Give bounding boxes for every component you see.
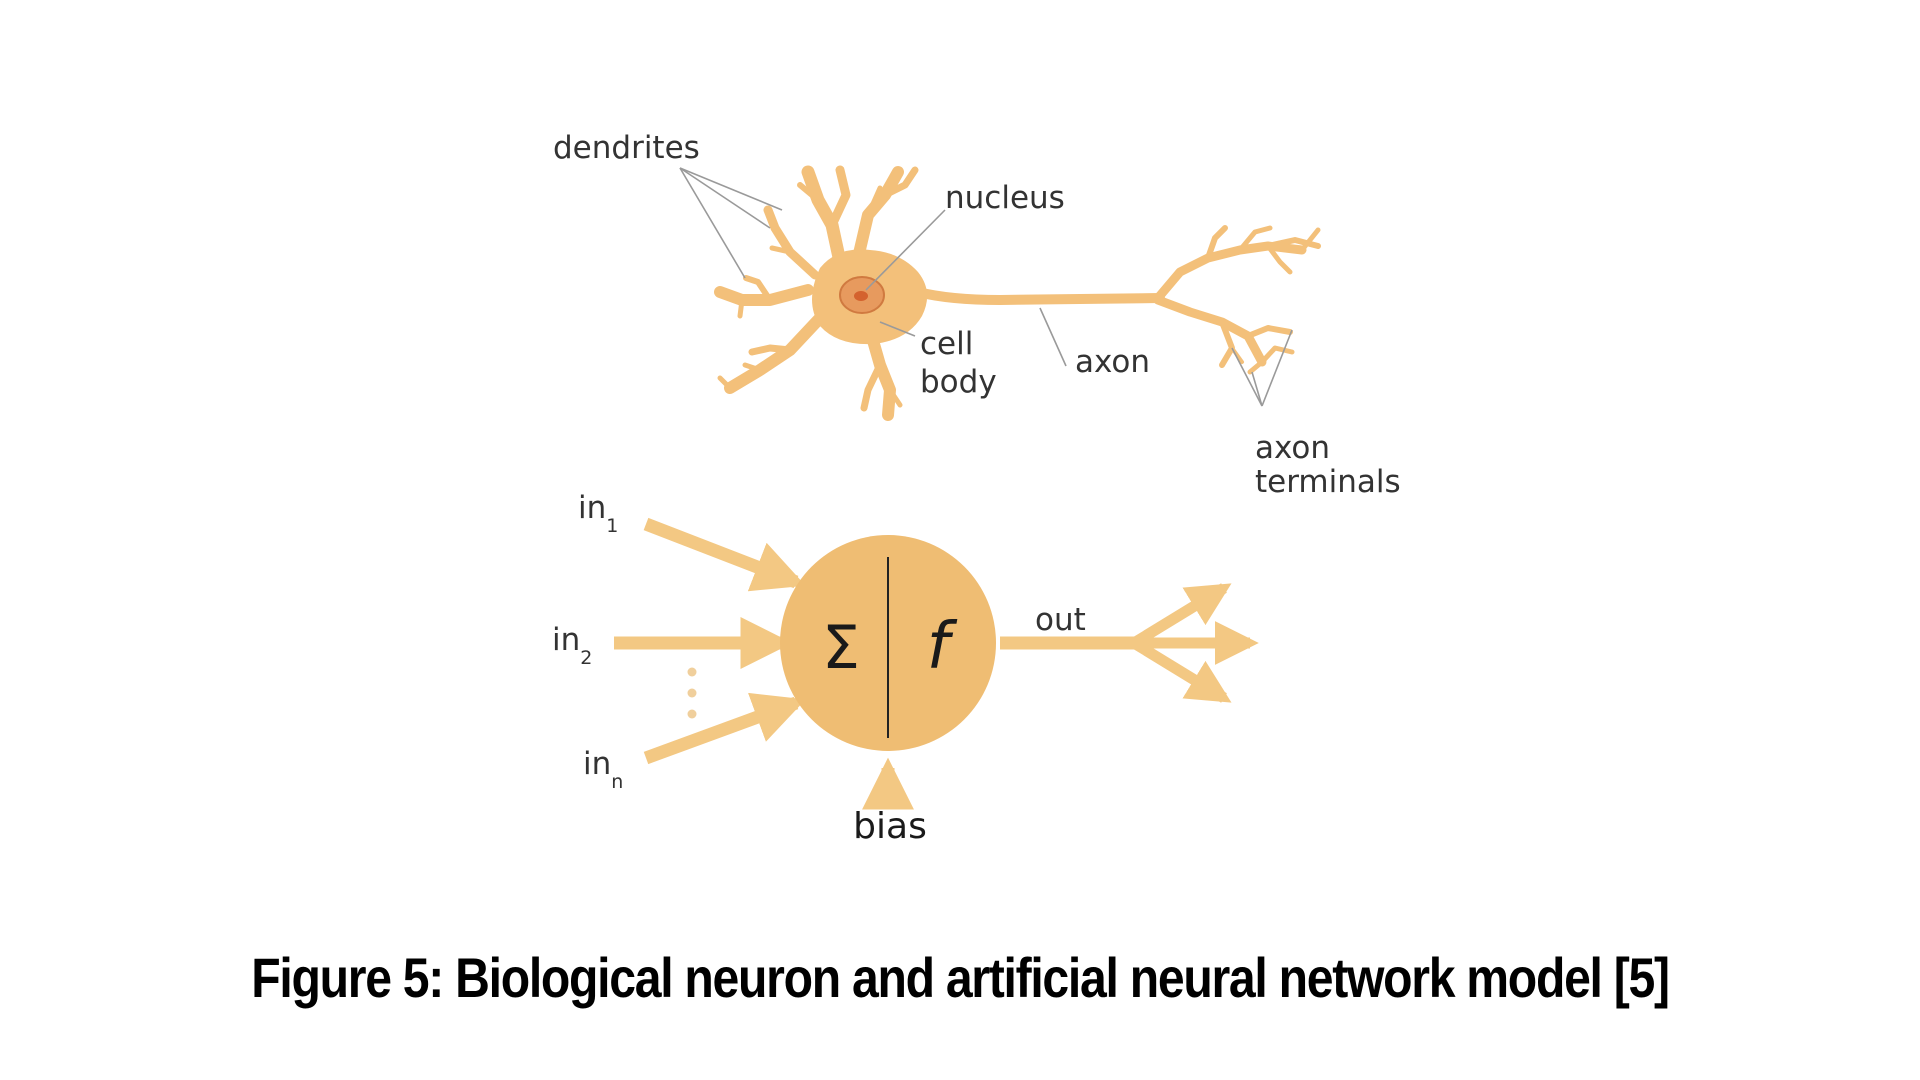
input1-subscript: 1 bbox=[606, 515, 618, 537]
dendrites-label: dendrites bbox=[553, 130, 700, 166]
output-label: out bbox=[1035, 602, 1086, 638]
axon-label: axon bbox=[1075, 344, 1150, 380]
bias-label: bias bbox=[853, 806, 927, 847]
input1-arrow bbox=[643, 517, 806, 592]
axon-shape bbox=[913, 287, 1165, 306]
sum-symbol: Σ bbox=[822, 613, 860, 683]
ellipsis-dot bbox=[687, 688, 697, 698]
biological-neuron: dendrites nucleus cell body axon axon te… bbox=[553, 130, 1401, 500]
input2-label: in2 bbox=[552, 622, 592, 669]
input1-label: in1 bbox=[578, 490, 618, 537]
input2-subscript: 2 bbox=[580, 647, 592, 669]
leader-lines bbox=[679, 167, 1293, 407]
nucleolus-shape bbox=[854, 291, 868, 301]
inputn-text: in bbox=[583, 746, 611, 782]
inputn-label: inn bbox=[583, 746, 623, 793]
input2-text: in bbox=[552, 622, 580, 658]
output-arrows bbox=[1000, 583, 1259, 703]
output-arrow-down bbox=[1131, 638, 1232, 703]
input1-text: in bbox=[578, 490, 606, 526]
axon-terminals-label-line2: terminals bbox=[1255, 464, 1401, 500]
cell-label: cell bbox=[920, 326, 973, 362]
axon-terminals-label-line1: axon bbox=[1255, 430, 1330, 466]
ellipsis-dot bbox=[687, 709, 697, 719]
axon-terminals-shape bbox=[1153, 225, 1321, 375]
artificial-neuron: Σ f in1 in2 inn out bias bbox=[552, 490, 1259, 847]
input-arrows bbox=[614, 517, 806, 765]
inputn-arrow bbox=[643, 692, 806, 765]
output-arrow-up bbox=[1131, 583, 1232, 648]
dendrites-shape bbox=[714, 165, 919, 421]
body-label: body bbox=[920, 364, 997, 400]
inputn-subscript: n bbox=[611, 771, 623, 793]
ellipsis-dot bbox=[687, 667, 697, 677]
figure-caption: Figure 5: Biological neuron and artifici… bbox=[251, 946, 1670, 1009]
nucleus-label: nucleus bbox=[945, 180, 1065, 216]
